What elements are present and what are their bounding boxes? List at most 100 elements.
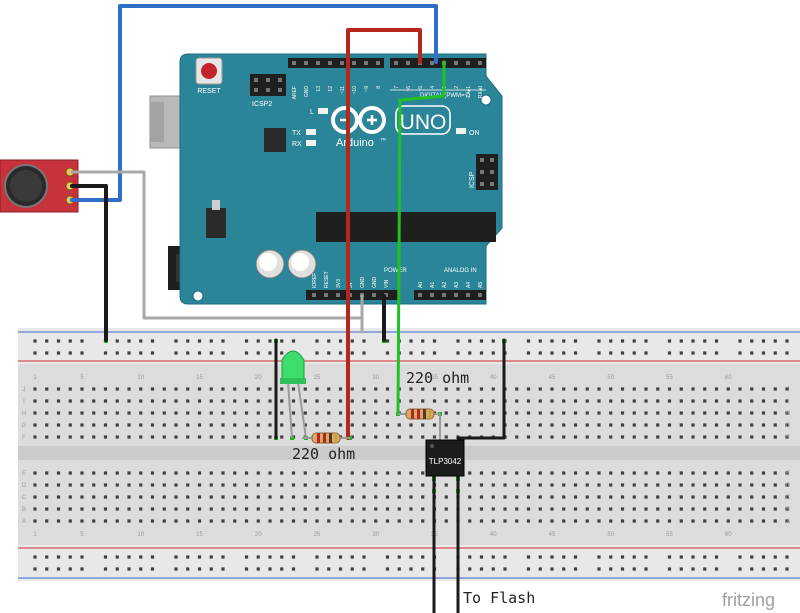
breadboard-hole [632,351,636,355]
breadboard-hole [491,339,495,343]
breadboard-hole [244,423,249,427]
breadboard-hole [620,423,625,427]
breadboard-hole [538,555,542,559]
breadboard-hole [45,435,49,439]
breadboard-hole [656,507,660,511]
breadboard-hole [573,483,578,487]
breadboard-hole [750,507,754,511]
breadboard-hole [573,423,578,427]
breadboard-hole [280,567,284,571]
breadboard-hole [350,399,354,403]
breadboard-hole [750,435,754,439]
breadboard-hole [609,339,613,343]
breadboard-hole [374,435,378,439]
breadboard-hole [479,483,484,487]
breadboard-hole [409,567,413,571]
breadboard-hole [538,471,542,475]
breadboard-hole [679,507,683,511]
header-pin [418,293,422,297]
breadboard-hole [667,339,672,343]
breadboard-hole [45,399,49,403]
breadboard-hole [691,483,695,487]
breadboard-hole [92,519,96,523]
header-pin [490,170,494,174]
column-number: 40 [490,532,497,538]
breadboard-hole [738,471,742,475]
breadboard-hole [115,555,119,559]
header-pin [376,61,380,65]
breadboard-hole [338,483,343,487]
breadboard-hole [92,471,96,475]
breadboard-hole [80,435,84,439]
breadboard-hole [256,555,260,559]
breadboard-hole [620,471,625,475]
breadboard-hole [115,519,119,523]
breadboard-hole [56,399,61,403]
breadboard-hole [609,519,613,523]
breadboard-hole [233,471,237,475]
breadboard-hole [268,351,272,355]
column-number: 45 [549,532,556,538]
breadboard-hole [397,567,401,571]
breadboard-hole [703,399,707,403]
header-pin [478,61,482,65]
breadboard-hole [103,351,108,355]
breadboard-hole [233,399,237,403]
breadboard-hole [268,411,272,415]
breadboard-hole [785,435,789,439]
breadboard-hole [221,567,225,571]
breadboard-hole [585,387,589,391]
header-pin [278,88,282,92]
breadboard-hole [80,519,84,523]
row-letter: D [786,483,791,489]
breadboard-hole [515,507,519,511]
breadboard-hole [33,555,37,559]
breadboard-hole [609,507,613,511]
row-letter: A [786,519,790,525]
breadboard-hole [503,483,507,487]
breadboard-hole [468,387,472,391]
breadboard-hole [186,339,190,343]
breadboard-hole [468,507,472,511]
breadboard-hole [150,435,155,439]
breadboard-hole [679,423,683,427]
breadboard-hole [750,555,754,559]
breadboard-hole [174,471,178,475]
breadboard-hole [409,351,413,355]
breadboard-hole [209,507,213,511]
pin-label: 8 [376,86,382,89]
breadboard-hole [268,567,272,571]
breadboard-hole [92,399,96,403]
row-letter: E [786,471,790,477]
breadboard-hole [103,507,108,511]
breadboard-hole [526,411,531,415]
breadboard-hole [667,435,672,439]
breadboard-hole [127,555,131,559]
breadboard-hole [209,399,213,403]
breadboard-hole [479,423,484,427]
breadboard-hole [644,435,648,439]
breadboard-hole [491,507,495,511]
breadboard-hole [221,507,225,511]
breadboard-hole [585,471,589,475]
breadboard-hole [609,483,613,487]
breadboard-hole [703,555,707,559]
breadboard-hole [45,519,49,523]
breadboard-hole [197,399,202,403]
header-pin [394,61,398,65]
breadboard-hole [656,411,660,415]
breadboard-hole [244,411,249,415]
breadboard-hole [714,435,719,439]
breadboard-hole [338,339,343,343]
reset-button-cap[interactable] [201,63,217,79]
breadboard-hole [197,387,202,391]
breadboard-hole [280,471,284,475]
breadboard-hole [303,507,307,511]
breadboard-hole [45,483,49,487]
breadboard-hole [162,435,166,439]
breadboard-hole [714,483,719,487]
l-led [318,108,328,114]
breadboard-hole [609,387,613,391]
breadboard-hole [139,339,143,343]
